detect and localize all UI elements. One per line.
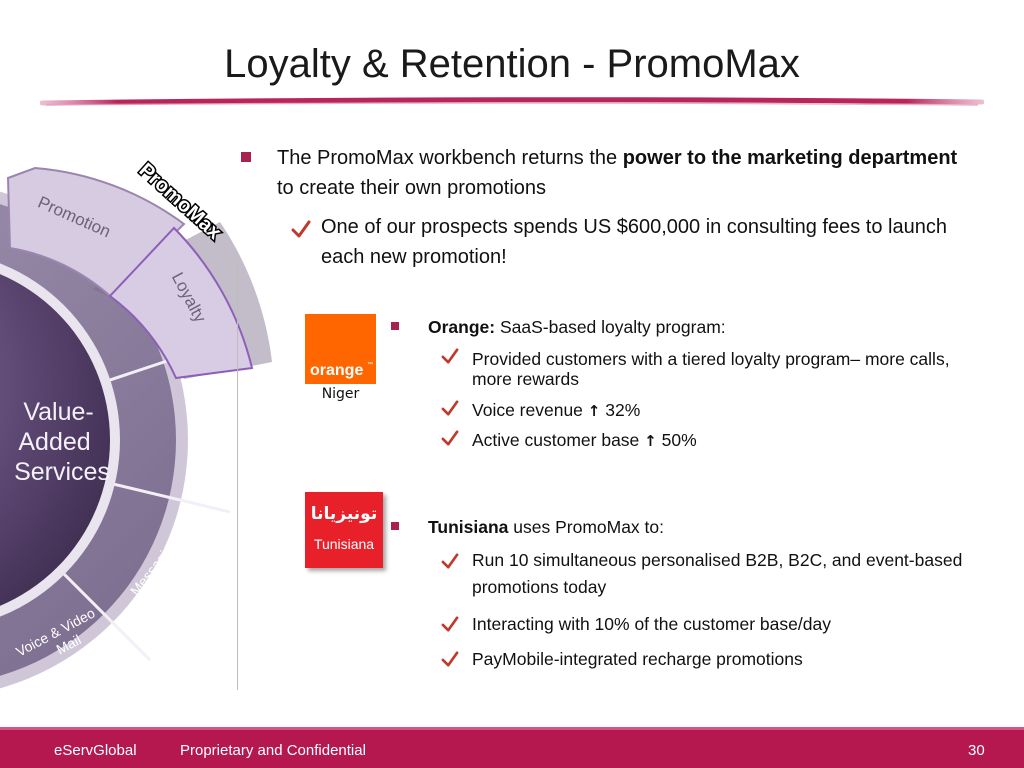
main-bullet-text: The PromoMax workbench returns the power… <box>277 147 958 199</box>
check-icon <box>291 220 311 238</box>
niger-caption: Niger <box>321 386 360 402</box>
hub-label: Value- Added Services <box>14 398 110 486</box>
check-icon <box>441 651 459 667</box>
check-icon <box>441 616 459 632</box>
tunisiana-logo: تونيزيانا Tunisiana <box>305 492 383 568</box>
orange-logo: orange ™ <box>305 314 376 384</box>
main-bullet-marker <box>241 152 251 162</box>
orange-point-1: Provided customers with a tiered loyalty… <box>472 349 950 389</box>
orange-heading: Orange: SaaS-based loyalty program: <box>428 317 726 337</box>
tunisiana-heading: Tunisiana uses PromoMax to: <box>428 517 665 537</box>
orange-bullet-marker <box>391 322 399 330</box>
footer-bar: eServGlobal Proprietary and Confidential… <box>0 730 1024 768</box>
check-icon <box>441 348 459 364</box>
check-icon <box>441 553 459 569</box>
page-number: 30 <box>968 742 985 759</box>
divider-line <box>237 262 238 690</box>
tunisiana-bullet-marker <box>391 522 399 530</box>
footer-highlight <box>0 727 1024 730</box>
sub-point-text: One of our prospects spends US $600,000 … <box>321 216 947 268</box>
check-icon <box>441 430 459 446</box>
footer-confidential: Proprietary and Confidential <box>180 742 366 759</box>
up-arrow-icon: ↑ <box>587 402 601 420</box>
orange-point-3: Active customer base ↑ 50% <box>472 430 697 450</box>
slide-title: Loyalty & Retention - PromoMax <box>224 42 800 86</box>
check-icon <box>441 400 459 416</box>
tunisiana-point-2: Interacting with 10% of the customer bas… <box>472 614 831 634</box>
tunisiana-point-1: Run 10 simultaneous personalised B2B, B2… <box>472 550 963 597</box>
orange-point-2: Voice revenue ↑ 32% <box>472 400 641 420</box>
footer-company: eServGlobal <box>54 742 137 759</box>
up-arrow-icon: ↑ <box>644 432 657 450</box>
title-underline <box>40 97 984 106</box>
tunisiana-point-3: PayMobile-integrated recharge promotions <box>472 649 803 669</box>
services-wheel: Promotion Loyalty PromoMax Multiplay VAS… <box>0 158 272 689</box>
